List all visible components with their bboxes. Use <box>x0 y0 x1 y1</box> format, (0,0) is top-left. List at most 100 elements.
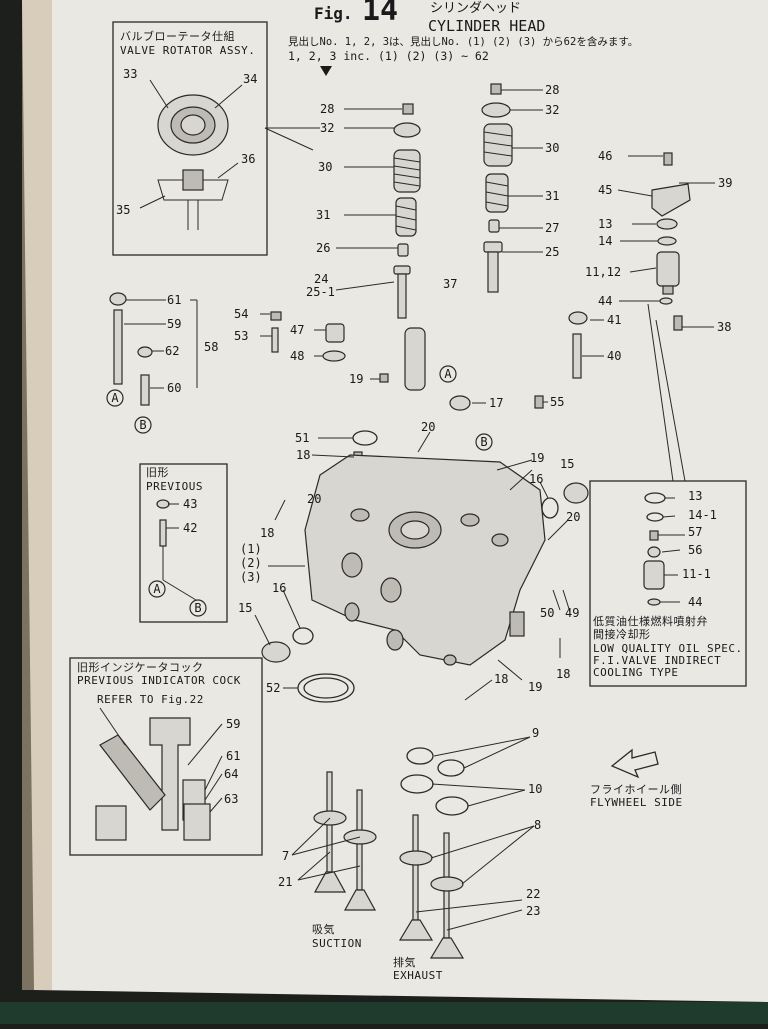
indicator-cock-en: PREVIOUS INDICATOR COCK <box>77 674 241 687</box>
previous-jp: 旧形 <box>146 466 169 479</box>
marker-b-circle: B <box>475 433 493 451</box>
callout-52: 52 <box>266 681 280 695</box>
callout-26: 26 <box>316 241 330 255</box>
bottom-green-edge <box>0 1002 768 1024</box>
marker-label: B <box>139 418 146 432</box>
callout-19: 19 <box>349 372 363 386</box>
injector-parts <box>568 152 691 379</box>
callout-2: (2) <box>240 556 262 570</box>
marker-b-circle: B <box>189 599 207 617</box>
callout-49: 49 <box>565 606 579 620</box>
indicator-cock-jp: 旧形インジケータコック <box>77 661 204 674</box>
callout-30: 30 <box>545 141 559 155</box>
fig-prefix: Fig. <box>314 4 353 23</box>
callout-59: 59 <box>167 317 181 331</box>
callout-51: 51 <box>295 431 309 445</box>
callout-36: 36 <box>241 152 255 166</box>
marker-a-circle: A <box>106 389 124 407</box>
marker-label: A <box>444 367 452 381</box>
callout-14-1: 14-1 <box>688 508 717 522</box>
low-quality-en2: F.I.VALVE INDIRECT <box>593 654 721 667</box>
low-quality-inset <box>589 480 747 687</box>
callout-31: 31 <box>316 208 330 222</box>
callout-55: 55 <box>550 395 564 409</box>
valve-rotator-en: VALVE ROTATOR ASSY. <box>120 44 255 57</box>
callout-15: 15 <box>238 601 252 615</box>
valve-rotator-jp: バルブローテータ仕組 <box>120 29 235 43</box>
callout-44: 44 <box>688 595 702 609</box>
previous-inset <box>139 463 228 623</box>
marker-label: A <box>111 391 119 405</box>
fig-number: 14 <box>362 0 398 28</box>
valve-rotator-drawing <box>139 79 243 230</box>
callout-23: 23 <box>526 904 540 918</box>
callout-3: (3) <box>240 570 262 584</box>
callout-18: 18 <box>296 448 310 462</box>
marker-a-circle: A <box>439 365 457 383</box>
left-spring-stack <box>393 103 421 319</box>
callout-31: 31 <box>545 189 559 203</box>
callout-19: 19 <box>528 680 542 694</box>
callout-64: 64 <box>224 767 238 781</box>
callout-33: 33 <box>123 67 137 81</box>
marker-a-circle: A <box>148 580 166 598</box>
callout-56: 56 <box>688 543 702 557</box>
callout-40: 40 <box>607 349 621 363</box>
callout-28: 28 <box>545 83 559 97</box>
callout-11-1: 11-1 <box>682 567 711 581</box>
paper-left-shadow <box>22 0 52 990</box>
callout-10: 10 <box>528 782 542 796</box>
pointer-arrow-icon <box>320 66 332 76</box>
indicator-cock-drawing <box>95 707 211 841</box>
indicator-cock-inset <box>69 657 263 856</box>
callout-46: 46 <box>598 149 612 163</box>
callout-37: 37 <box>443 277 457 291</box>
callout-61: 61 <box>167 293 181 307</box>
callout-20: 20 <box>307 492 321 506</box>
marker-label: B <box>194 601 201 615</box>
callout-41: 41 <box>607 313 621 327</box>
callout-25: 25 <box>545 245 559 259</box>
callout-58: 58 <box>204 340 218 354</box>
callout-44: 44 <box>598 294 612 308</box>
callout-48: 48 <box>290 349 304 363</box>
callout-32: 32 <box>545 103 559 117</box>
note-line-1: 見出しNo. 1, 2, 3は、見出しNo. (1) (2) (3) から62を… <box>288 35 638 48</box>
callout-19: 19 <box>530 451 544 465</box>
callout-62: 62 <box>165 344 179 358</box>
callout-28: 28 <box>320 102 334 116</box>
callout-18: 18 <box>260 526 274 540</box>
marker-label: A <box>153 582 161 596</box>
callout-14: 14 <box>598 234 612 248</box>
callout-34: 34 <box>243 72 257 86</box>
callout-16: 16 <box>529 472 543 486</box>
callout-30: 30 <box>318 160 332 174</box>
low-quality-en1: LOW QUALITY OIL SPEC. <box>593 642 743 655</box>
callout-53: 53 <box>234 329 248 343</box>
low-quality-en3: COOLING TYPE <box>593 666 678 679</box>
title-en: CYLINDER HEAD <box>428 17 545 35</box>
callout-42: 42 <box>183 521 197 535</box>
callout-11-12: 11,12 <box>585 265 621 279</box>
valve-rotator-inset <box>112 21 268 256</box>
callout-27: 27 <box>545 221 559 235</box>
callout-39: 39 <box>718 176 732 190</box>
callout-21: 21 <box>278 875 292 889</box>
callout-25-1: 25-1 <box>306 285 335 299</box>
flywheel-jp: フライホイール側 <box>590 783 682 796</box>
callout-59: 59 <box>226 717 240 731</box>
callout-61: 61 <box>226 749 240 763</box>
callout-13: 13 <box>688 489 702 503</box>
callout-47: 47 <box>290 323 304 337</box>
callout-13: 13 <box>598 217 612 231</box>
marker-label: B <box>480 435 487 449</box>
callout-45: 45 <box>598 183 612 197</box>
callout-43: 43 <box>183 497 197 511</box>
low-quality-jp1: 低質油仕様燃料噴射弁 <box>593 614 708 628</box>
flywheel-arrow-icon <box>610 748 659 779</box>
leader-lines <box>124 89 715 931</box>
marker-b-circle: B <box>134 416 152 434</box>
low-quality-jp2: 間接冷却形 <box>593 628 651 641</box>
